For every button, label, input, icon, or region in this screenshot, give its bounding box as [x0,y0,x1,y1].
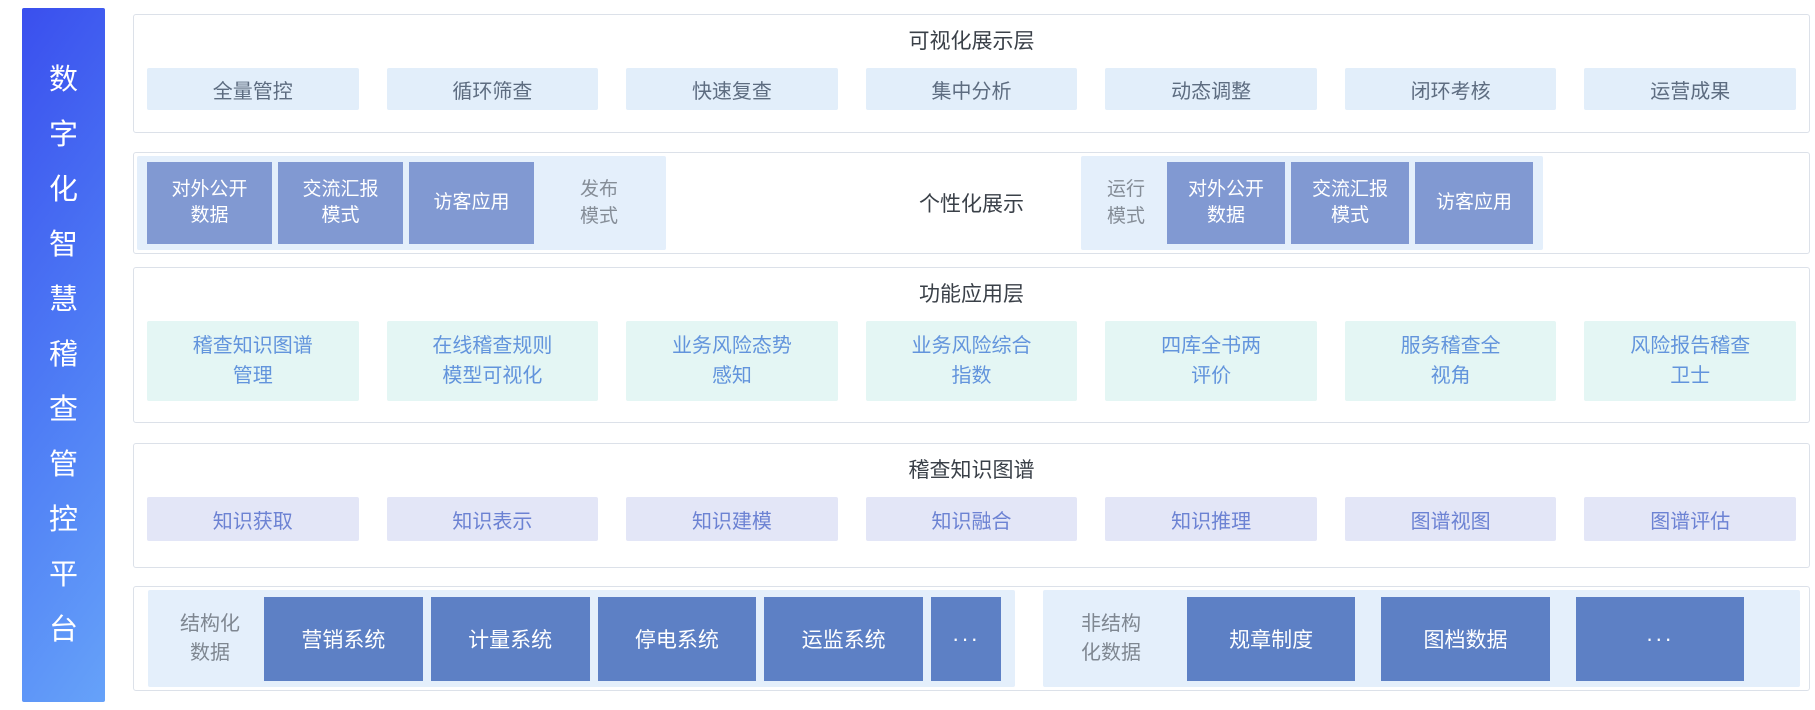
ellipsis-label: ··· [952,625,980,651]
title-char: 稽 [48,338,78,371]
publish-mode-box: 对外公开 数据 [147,162,272,244]
layer1-item: 循环筛查 [386,68,599,110]
layer4-item: 知识表示 [386,497,599,541]
publish-mode-box: 访客应用 [409,162,534,244]
layer1-item: 动态调整 [1105,68,1317,110]
layer4-item: 图谱评估 [1584,497,1797,541]
layer3-item: 业务风险综合 指数 [865,321,1078,401]
platform-title-bar: 数 字 化 智 慧 稽 查 管 控 平 台 [22,8,105,702]
layer3-item: 在线稽查规则 模型可视化 [386,321,599,401]
layer1-item: 闭环考核 [1344,68,1557,110]
layer1-item: 快速复查 [626,68,838,110]
visualization-layer-title: 可视化展示层 [908,30,1035,53]
structured-more-box: ··· [931,596,1001,681]
title-char: 平 [48,558,78,591]
ellipsis-label: ··· [1645,625,1674,651]
knowledge-graph-items: 知识获取 知识表示 知识建模 知识融合 知识推理 图谱视图 图谱评估 [134,497,1809,541]
run-mode-group: 运行 模式 对外公开 数据 交流汇报 模式 访客应用 [1081,156,1543,250]
function-layer-items: 稽查知识图谱 管理 在线稽查规则 模型可视化 业务风险态势 感知 业务风险综合 … [134,321,1809,401]
layer4-item: 图谱视图 [1344,497,1557,541]
layer3-item: 四库全书两 评价 [1105,321,1317,401]
personalized-display-label: 个性化展示 [919,193,1024,216]
publish-mode-box: 交流汇报 模式 [278,162,403,244]
knowledge-graph-band: 稽查知识图谱 知识获取 知识表示 知识建模 知识融合 知识推理 图谱视图 图谱评… [133,443,1810,568]
layer1-item: 集中分析 [865,68,1078,110]
unstructured-more-box: ··· [1575,596,1744,681]
run-mode-box: 交流汇报 模式 [1291,162,1409,244]
layer3-item: 稽查知识图谱 管理 [147,321,359,401]
run-mode-box: 对外公开 数据 [1167,162,1285,244]
title-char: 字 [48,118,78,151]
title-char: 数 [48,63,78,96]
title-char: 智 [48,228,78,261]
layer4-item: 知识推理 [1105,497,1317,541]
title-char: 查 [48,393,78,426]
unstructured-data-label: 非结构 化数据 [1081,612,1141,664]
unstructured-data-group: 非结构 化数据 规章制度 图档数据 ··· [1043,590,1800,687]
personalized-display-band: 对外公开 数据 交流汇报 模式 访客应用 发布 模式 个性化展示 运行 模式 对… [133,152,1810,254]
layer1-item: 运营成果 [1584,68,1797,110]
title-char: 台 [48,613,78,646]
publish-mode-group: 对外公开 数据 交流汇报 模式 访客应用 发布 模式 [137,156,666,250]
structured-system-box: 营销系统 [264,596,423,681]
structured-data-group: 结构化 数据 营销系统 计量系统 停电系统 运监系统 ··· [148,590,1015,687]
title-char: 管 [48,448,78,481]
layer3-item: 业务风险态势 感知 [626,321,838,401]
title-char: 控 [48,503,78,536]
structured-system-box: 计量系统 [430,596,590,681]
structured-system-box: 停电系统 [597,596,757,681]
structured-data-label: 结构化 数据 [180,612,240,664]
knowledge-graph-title: 稽查知识图谱 [908,459,1035,482]
layer4-item: 知识获取 [147,497,359,541]
unstructured-system-box: 图档数据 [1381,596,1550,681]
run-mode-label: 运行 模式 [1106,179,1145,227]
function-layer-band: 功能应用层 稽查知识图谱 管理 在线稽查规则 模型可视化 业务风险态势 感知 业… [133,267,1810,423]
unstructured-system-box: 规章制度 [1187,596,1356,681]
layer4-item: 知识建模 [626,497,838,541]
layer1-item: 全量管控 [147,68,359,110]
layer3-item: 风险报告稽查 卫士 [1584,321,1797,401]
title-char: 化 [48,173,78,206]
run-mode-box: 访客应用 [1415,162,1533,244]
layer3-item: 服务稽查全 视角 [1344,321,1557,401]
data-source-band: 结构化 数据 营销系统 计量系统 停电系统 运监系统 ··· 非结构 化数据 规… [133,586,1810,691]
layer4-item: 知识融合 [865,497,1078,541]
publish-mode-label: 发布 模式 [579,179,618,227]
visualization-layer-items: 全量管控 循环筛查 快速复查 集中分析 动态调整 闭环考核 运营成果 [134,68,1809,110]
visualization-layer-band: 可视化展示层 全量管控 循环筛查 快速复查 集中分析 动态调整 闭环考核 运营成… [133,14,1810,133]
structured-system-box: 运监系统 [764,596,923,681]
title-char: 慧 [48,283,78,316]
function-layer-title: 功能应用层 [919,283,1024,306]
